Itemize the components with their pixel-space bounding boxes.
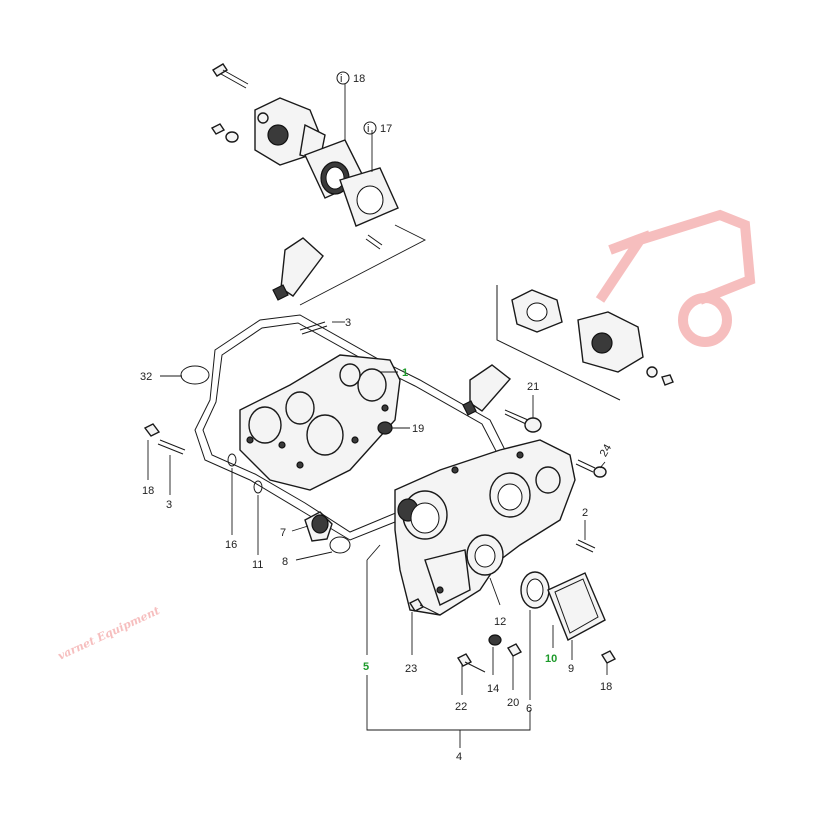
sealant-tube-icon <box>272 237 324 301</box>
callout-32: 32 <box>140 371 152 383</box>
nut <box>377 421 393 435</box>
bolt-23 <box>408 598 441 616</box>
stud-2 <box>575 539 596 553</box>
bolt-18-bottom <box>600 650 617 664</box>
watermark-text: varnet Equipment <box>56 604 162 663</box>
callout-12: 12 <box>494 616 506 628</box>
callout-20: 20 <box>507 697 519 709</box>
nut-14 <box>488 634 502 646</box>
callout-18-top: 18 <box>353 73 365 85</box>
gear-case-plate <box>239 354 401 491</box>
callout-7: 7 <box>280 527 286 539</box>
callout-6: 6 <box>526 703 532 715</box>
callout-1: 1 <box>402 367 408 379</box>
leader-lines <box>147 321 608 748</box>
callout-24: 24 <box>598 442 615 459</box>
callout-14: 14 <box>487 683 499 695</box>
callout-18-left: 18 <box>142 485 154 497</box>
cover-seal <box>520 571 550 609</box>
svg-text:i: i <box>340 73 342 85</box>
stud-bolt <box>299 321 328 335</box>
special-part-icon <box>336 71 350 85</box>
bolt-22 <box>456 653 486 673</box>
dowel-16 <box>227 453 237 467</box>
callout-11: 11 <box>252 559 263 571</box>
callout-23: 23 <box>405 663 417 675</box>
callout-17: 17 <box>380 123 392 135</box>
callout-labels: i 18 i 17 3 32 1 19 21 24 2 18 3 16 11 7… <box>140 71 615 763</box>
callout-18-bottom: 18 <box>600 681 612 693</box>
callout-4: 4 <box>456 751 462 763</box>
tractor-logo-icon <box>595 209 756 347</box>
o-ring-2 <box>329 536 351 554</box>
callout-19: 19 <box>412 423 424 435</box>
callout-21: 21 <box>527 381 539 393</box>
callout-22: 22 <box>455 701 467 713</box>
bolt-21 <box>504 409 542 433</box>
sealant-tube-icon-2 <box>462 364 512 416</box>
callout-16: 16 <box>225 539 237 551</box>
upper-pump-assembly <box>210 63 426 306</box>
callout-2: 2 <box>582 507 588 519</box>
watermark: varnet Equipment <box>56 209 756 663</box>
bolt-24 <box>575 459 607 478</box>
gear-case-housing <box>394 439 576 616</box>
oil-seal <box>304 511 333 542</box>
right-pump-assembly <box>496 285 674 401</box>
callout-5: 5 <box>363 661 369 673</box>
callout-3-top: 3 <box>345 317 351 329</box>
o-ring <box>180 365 210 385</box>
callout-9: 9 <box>568 663 574 675</box>
callout-3-left: 3 <box>166 499 172 511</box>
dowel-11 <box>253 480 263 494</box>
stud-3-left <box>157 439 186 455</box>
special-part-icon-2 <box>363 121 377 135</box>
callout-10: 10 <box>545 653 557 665</box>
bolt-18-left <box>143 423 161 437</box>
svg-text:i: i <box>367 123 369 135</box>
bolt-20 <box>506 643 523 657</box>
callout-8: 8 <box>282 556 288 568</box>
cover-plate <box>547 572 606 641</box>
